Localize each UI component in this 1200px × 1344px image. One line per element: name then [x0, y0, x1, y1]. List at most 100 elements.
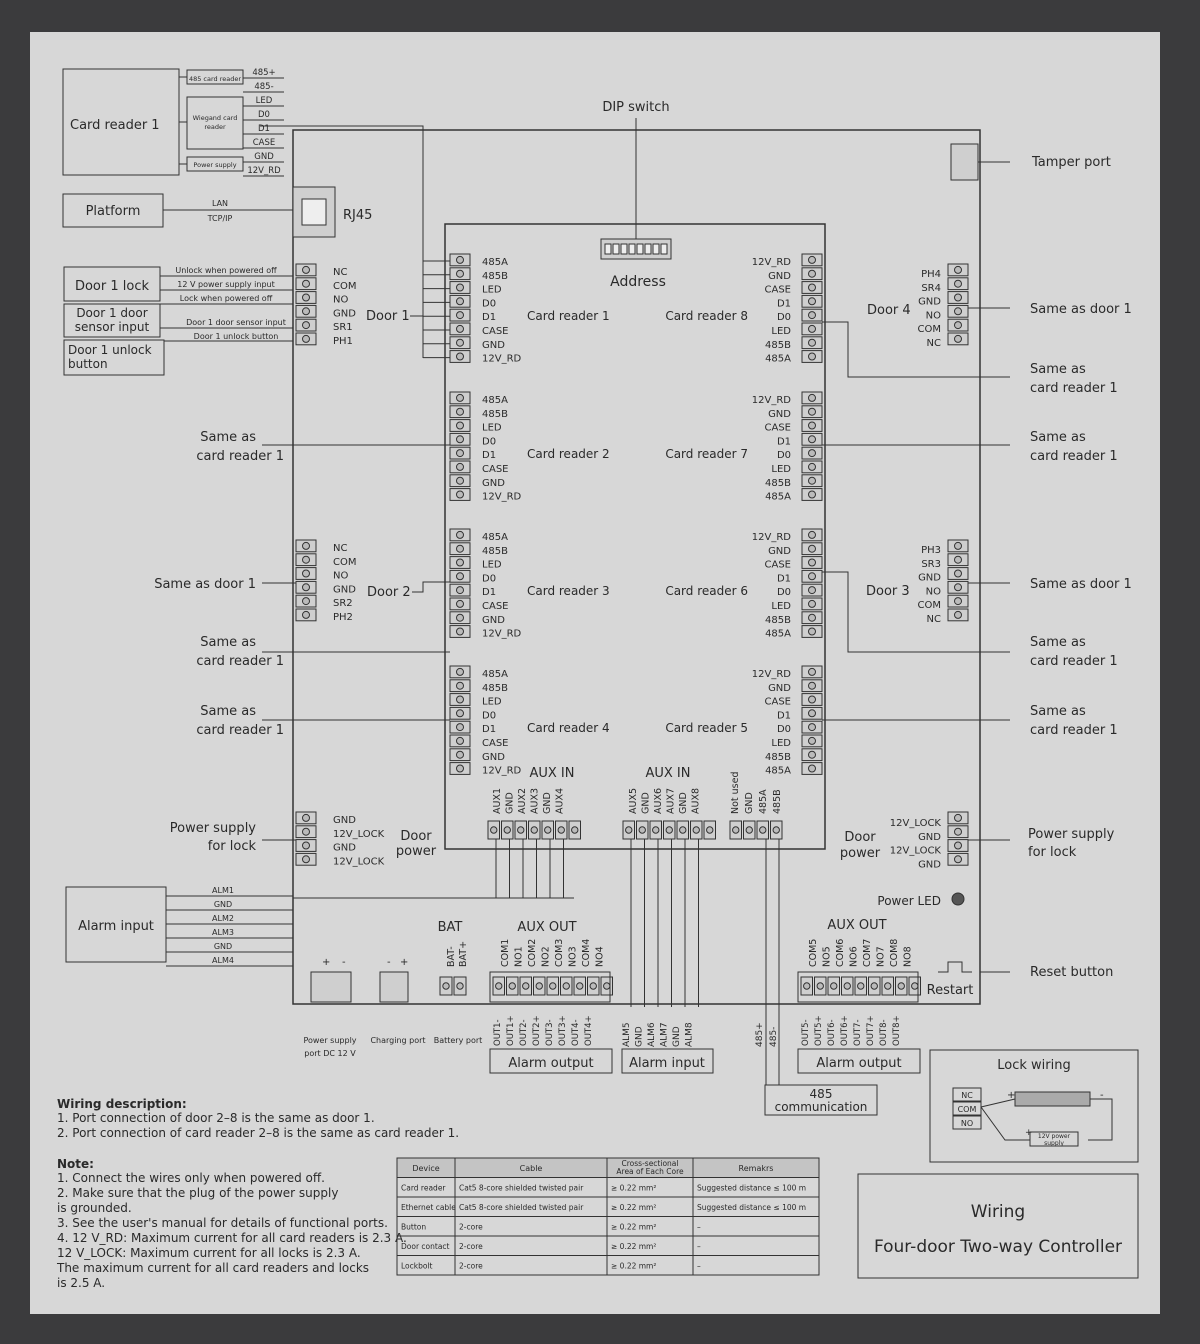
rs485-pin-label: 485A	[758, 789, 769, 814]
aux-in-right-terminal-screw	[706, 826, 714, 834]
alarm-input-bottom-label: Alarm input	[629, 1056, 705, 1071]
alarm-input-wire-label: ALM2	[212, 914, 234, 923]
door-4-terminal-screw	[954, 334, 962, 343]
door-1-terminal-screw	[302, 265, 310, 274]
lock-terminal	[952, 1115, 982, 1130]
card-reader-pin-label: LED	[482, 697, 502, 708]
cable-table-cell: 2-core	[459, 1223, 483, 1232]
card-reader-pin-label: GND	[482, 615, 505, 626]
alarm-out-right-pin-label: OUT7-	[853, 1019, 863, 1046]
card-reader-1-wire-label: D0	[258, 110, 270, 120]
power-supply-for-lock-right: for lock	[1028, 845, 1077, 860]
title-line-2: Four-door Two-way Controller	[874, 1237, 1122, 1257]
door-4-terminal-screw	[954, 293, 962, 302]
alarm-input-wire-label: GND	[214, 942, 232, 951]
aux-in-left-terminal-screw	[490, 826, 498, 834]
door-power-left-label: power	[396, 844, 437, 859]
door-1-pin-label: GND	[333, 308, 356, 319]
aux-out-left-pin-label: COM1	[500, 939, 511, 967]
door-2-pin-label: PH2	[333, 612, 353, 623]
aux-out-left-terminal-screw	[603, 982, 611, 990]
same-as-card-reader-1-right-8: card reader 1	[1030, 381, 1118, 396]
card-reader-pin-label: D1	[777, 436, 791, 447]
card-reader-pin-label: GND	[482, 478, 505, 489]
alarm-output-left-label: Alarm output	[508, 1056, 593, 1071]
dip-switch-lever	[644, 243, 652, 255]
note-item: is grounded.	[57, 1201, 132, 1215]
card-reader-pin-label: 485B	[482, 271, 508, 282]
card-reader-pin-label: GND	[482, 340, 505, 351]
card-reader-pin-label: CASE	[765, 560, 792, 571]
card-reader-name-left-2: Card reader 2	[527, 447, 610, 461]
card-reader-right-3-screw	[808, 530, 816, 539]
door-1-lock-wire-label: Unlock when powered off	[175, 266, 277, 275]
alarm-out-left-pin-label: OUT1+	[506, 1015, 516, 1046]
bat-label: BAT	[438, 920, 463, 935]
same-as-door-1-left: Same as door 1	[154, 577, 256, 592]
alarm-input-wire-label: GND	[214, 900, 232, 909]
card-reader-right-2-screw	[808, 476, 816, 485]
door-3-pin-label: GND	[918, 573, 941, 584]
lock-terminal-label: NC	[961, 1091, 973, 1100]
aux-in-right-terminal-screw	[692, 826, 700, 834]
card-reader-left-1-screw	[456, 311, 464, 320]
cable-table-cell: –	[697, 1223, 701, 1232]
card-reader-1-wire-label: D1	[258, 124, 270, 134]
card-reader-pin-label: D0	[777, 587, 791, 598]
card-reader-left-3-screw	[456, 586, 464, 595]
power-supply-for-lock-left: Power supply	[170, 821, 257, 836]
door-4-pin-label: NO	[926, 310, 941, 321]
card-reader-left-3-screw	[456, 572, 464, 581]
rs485-terminal-screw	[772, 826, 780, 834]
aux-out-left-terminal-screw	[495, 982, 503, 990]
platform-label: Platform	[86, 204, 141, 219]
power-supply-for-lock-right: Power supply	[1028, 827, 1115, 842]
card-reader-pin-label: CASE	[765, 285, 792, 296]
card-reader-left-2-screw	[456, 449, 464, 458]
aux-out-left-pin-label: NO3	[568, 946, 579, 967]
note-title: Note:	[57, 1157, 94, 1171]
aux-out-right-pin-label: NO8	[903, 946, 914, 967]
wiegand-card-reader-label: reader	[204, 123, 226, 131]
card-reader-right-3-screw	[808, 627, 816, 636]
aux-in-left-pin-label: AUX1	[492, 788, 503, 814]
door-1-unlock-box	[63, 339, 165, 376]
card-reader-left-2-screw	[456, 407, 464, 416]
card-reader-pin-label: D1	[777, 573, 791, 584]
door-1-lock-label: Door 1 lock	[75, 279, 150, 294]
aux-out-right-terminal-screw	[830, 982, 838, 990]
aux-in-left-terminal-screw	[571, 826, 579, 834]
door-power-right-pin-label: GND	[918, 832, 941, 843]
door-power-right-terminal-screw	[954, 827, 962, 836]
aux-out-right-pin-label: COM7	[862, 939, 873, 967]
card-reader-pin-label: D1	[482, 312, 496, 323]
address-label: Address	[610, 274, 666, 290]
door-power-left-label: Door	[400, 829, 432, 844]
charging-port	[379, 971, 409, 1003]
card-reader-pin-label: 485A	[482, 532, 508, 543]
card-reader-pin-label: GND	[768, 409, 791, 420]
card-reader-right-1-screw	[808, 324, 816, 333]
aux-in-left-pin-label: AUX3	[530, 788, 541, 814]
note-item: 3. See the user's manual for details of …	[57, 1216, 388, 1230]
door-1-terminal-screw	[302, 307, 310, 316]
lock-terminal	[952, 1101, 982, 1116]
card-reader-pin-label: CASE	[482, 464, 509, 475]
door-power-left-terminal-screw	[302, 855, 310, 864]
door-3-terminal-screw	[954, 610, 962, 619]
alarm-out-right-pin-label: OUT6+	[840, 1015, 850, 1046]
card-reader-pin-label: 485B	[482, 546, 508, 557]
same-as-card-reader-1-left-3: card reader 1	[196, 654, 284, 669]
lock-terminal-label: NO	[961, 1119, 973, 1128]
rs485-bottom-pin-label: 485-	[769, 1027, 779, 1047]
door-2-label: Door 2	[367, 585, 411, 600]
card-reader-pin-label: 12V_RD	[482, 492, 522, 503]
title-block	[857, 1173, 1139, 1279]
door-1-terminal-screw	[302, 321, 310, 330]
rs485-terminal-screw	[759, 826, 767, 834]
card-reader-right-3-screw	[808, 613, 816, 622]
main-board-outline	[444, 223, 826, 850]
same-as-card-reader-1-left-4: card reader 1	[196, 723, 284, 738]
lock-terminal	[952, 1087, 982, 1102]
